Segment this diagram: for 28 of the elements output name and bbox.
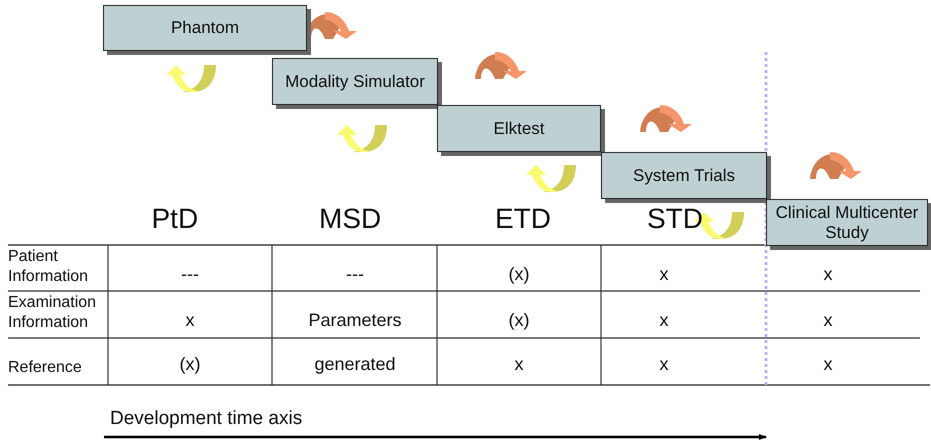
row-header: Reference [8, 359, 82, 377]
row-header: Patient Information [8, 247, 90, 287]
table-cell: generated [314, 354, 396, 375]
stage-heading: ETD [495, 203, 551, 235]
box-label: Elktest [493, 118, 545, 138]
stage-heading: MSD [319, 203, 382, 235]
table-cell: x [660, 354, 668, 375]
table-cell: x [824, 264, 832, 285]
stage-heading: STD [647, 203, 703, 235]
box-label: Phantom [170, 18, 240, 38]
table-cell: x [186, 310, 194, 331]
table-cell: --- [181, 264, 199, 285]
box-label: System Trials [632, 166, 736, 186]
stage-heading: PtD [152, 203, 198, 235]
table-cell: --- [346, 264, 364, 285]
box-label: Clinical Multicenter Study [774, 202, 920, 242]
table-cell: (x) [508, 310, 530, 331]
axis-label: Development time axis [110, 408, 302, 430]
table-cell: Parameters [308, 310, 402, 331]
table-cell: (x) [180, 354, 200, 375]
table-cell: x [824, 354, 832, 375]
table-cell: (x) [508, 264, 530, 285]
box-label: Modality Simulator [285, 72, 425, 92]
table-cell: x [660, 310, 668, 331]
table-cell: x [824, 310, 832, 331]
table-cell: x [660, 264, 668, 285]
row-header: Examination Information [8, 293, 98, 333]
table-cell: x [514, 354, 524, 375]
